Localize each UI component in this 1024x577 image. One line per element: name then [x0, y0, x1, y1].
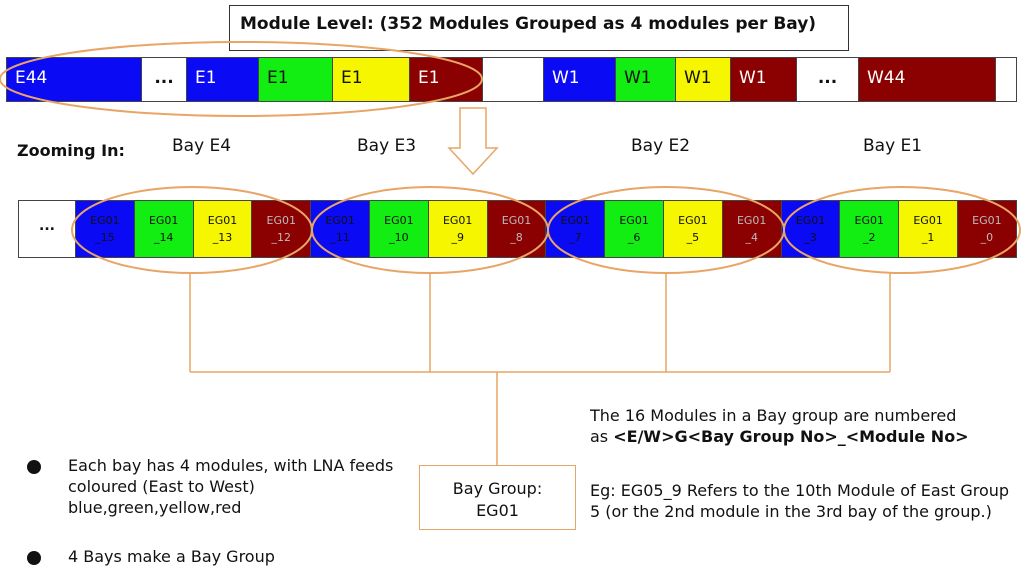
module-cell: W1 — [676, 58, 731, 101]
zoom-arrow — [447, 107, 499, 176]
module-cell: E1 — [410, 58, 483, 101]
title-text: Module Level: (352 Modules Grouped as 4 … — [240, 14, 817, 34]
naming-line-2: as <E/W>G<Bay Group No>_<Module No> — [590, 426, 1020, 447]
module-cell — [483, 58, 544, 101]
naming-example: Eg: EG05_9 Refers to the 10th Module of … — [590, 481, 1010, 521]
zoom-module-cell: EG01 _6 — [605, 201, 664, 257]
bay-ellipse-e4 — [71, 186, 313, 274]
zoom-module-cell: EG01 _3 — [781, 201, 841, 257]
bullet-text-2: 4 Bays make a Bay Group — [68, 547, 275, 566]
zoom-module-cell: EG01 _9 — [428, 201, 488, 257]
bullet-icon — [27, 551, 41, 565]
naming-line-1: The 16 Modules in a Bay group are number… — [590, 406, 957, 425]
zoom-module-cell: EG01 _1 — [899, 201, 958, 257]
zoom-label: Zooming In: — [17, 141, 125, 160]
bay-ellipse-e3 — [311, 186, 549, 274]
module-cell: W44 — [859, 58, 996, 101]
zoom-module-cell: ... — [19, 201, 76, 257]
bullet-icon — [27, 460, 41, 474]
bay-label-e4: Bay E4 — [172, 136, 232, 156]
bay-label-e1: Bay E1 — [863, 136, 923, 156]
bay-group-box: Bay Group: EG01 — [419, 465, 576, 530]
zoom-module-cell: EG01 _2 — [840, 201, 900, 257]
module-cell: ... — [142, 58, 187, 101]
zoom-module-cell: EG01 _7 — [546, 201, 606, 257]
zoom-module-cell: EG01 _13 — [193, 201, 253, 257]
bullet-text-1: Each bay has 4 modules, with LNA feeds c… — [68, 456, 394, 517]
zoom-module-cell: EG01 _14 — [134, 201, 194, 257]
module-cell: E1 — [187, 58, 259, 101]
naming-format: <E/W>G<Bay Group No>_<Module No> — [613, 427, 969, 446]
module-cell: ... — [797, 58, 859, 101]
zoom-module-cell: EG01 _15 — [76, 201, 135, 257]
module-cell: W1 — [616, 58, 676, 101]
bay-ellipse-e2 — [547, 186, 785, 274]
highlight-ellipse — [0, 41, 483, 117]
naming-prefix: as — [590, 427, 614, 446]
zoom-module-cell: EG01 _10 — [370, 201, 429, 257]
bay-label-e3: Bay E3 — [357, 136, 417, 156]
module-cell: E1 — [333, 58, 410, 101]
bay-label-e2: Bay E2 — [631, 136, 691, 156]
naming-description: The 16 Modules in a Bay group are number… — [590, 405, 1020, 447]
module-cell: W1 — [544, 58, 616, 101]
bay-group-label: Bay Group: — [452, 479, 543, 498]
connector-lines — [189, 273, 891, 465]
module-cell: W1 — [731, 58, 797, 101]
bay-ellipse-e1 — [783, 186, 1021, 274]
bay-group-id: EG01 — [476, 501, 519, 520]
title-box: Module Level: (352 Modules Grouped as 4 … — [229, 5, 849, 51]
zoom-module-cell: EG01 _5 — [664, 201, 723, 257]
module-cell: E44 — [7, 58, 142, 101]
module-cell: E1 — [259, 58, 333, 101]
